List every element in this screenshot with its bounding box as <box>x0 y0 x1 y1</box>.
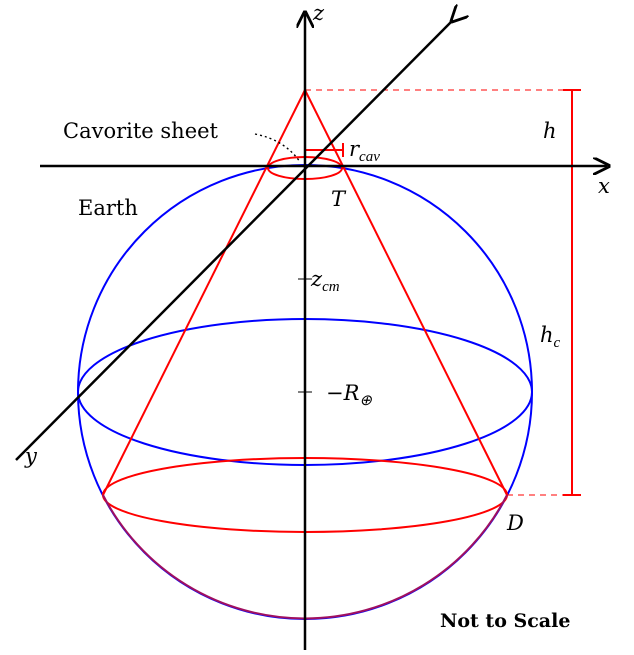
cavorite-sheet-label: Cavorite sheet <box>63 119 219 143</box>
x-axis-label: x <box>598 174 610 198</box>
point-t-label: T <box>331 187 347 211</box>
h-c-sub: c <box>554 335 561 351</box>
y-axis <box>15 20 453 461</box>
z-cm-label: zcm <box>310 267 340 295</box>
cone-left-edge <box>102 89 306 496</box>
point-d-label: D <box>506 511 524 535</box>
h-label: h <box>543 119 557 143</box>
not-to-scale-label: Not to Scale <box>440 610 570 632</box>
earth-radius-label: −R⊕ <box>326 381 372 409</box>
earth-label: Earth <box>78 196 138 220</box>
y-axis-label: y <box>24 444 38 468</box>
r-cav-main: r <box>349 137 361 161</box>
h-c-label: hc <box>540 323 561 351</box>
cone-right-edge <box>304 89 508 496</box>
h-c-main: h <box>540 323 554 347</box>
z-axis-label: z <box>312 1 325 25</box>
earth-radius-sub: ⊕ <box>359 393 372 409</box>
earth-radius-main: −R <box>326 381 360 405</box>
r-cav-sub: cav <box>359 149 380 165</box>
z-cm-main: z <box>310 267 323 291</box>
r-cav-label: rcav <box>349 137 380 165</box>
z-cm-sub: cm <box>322 279 340 295</box>
